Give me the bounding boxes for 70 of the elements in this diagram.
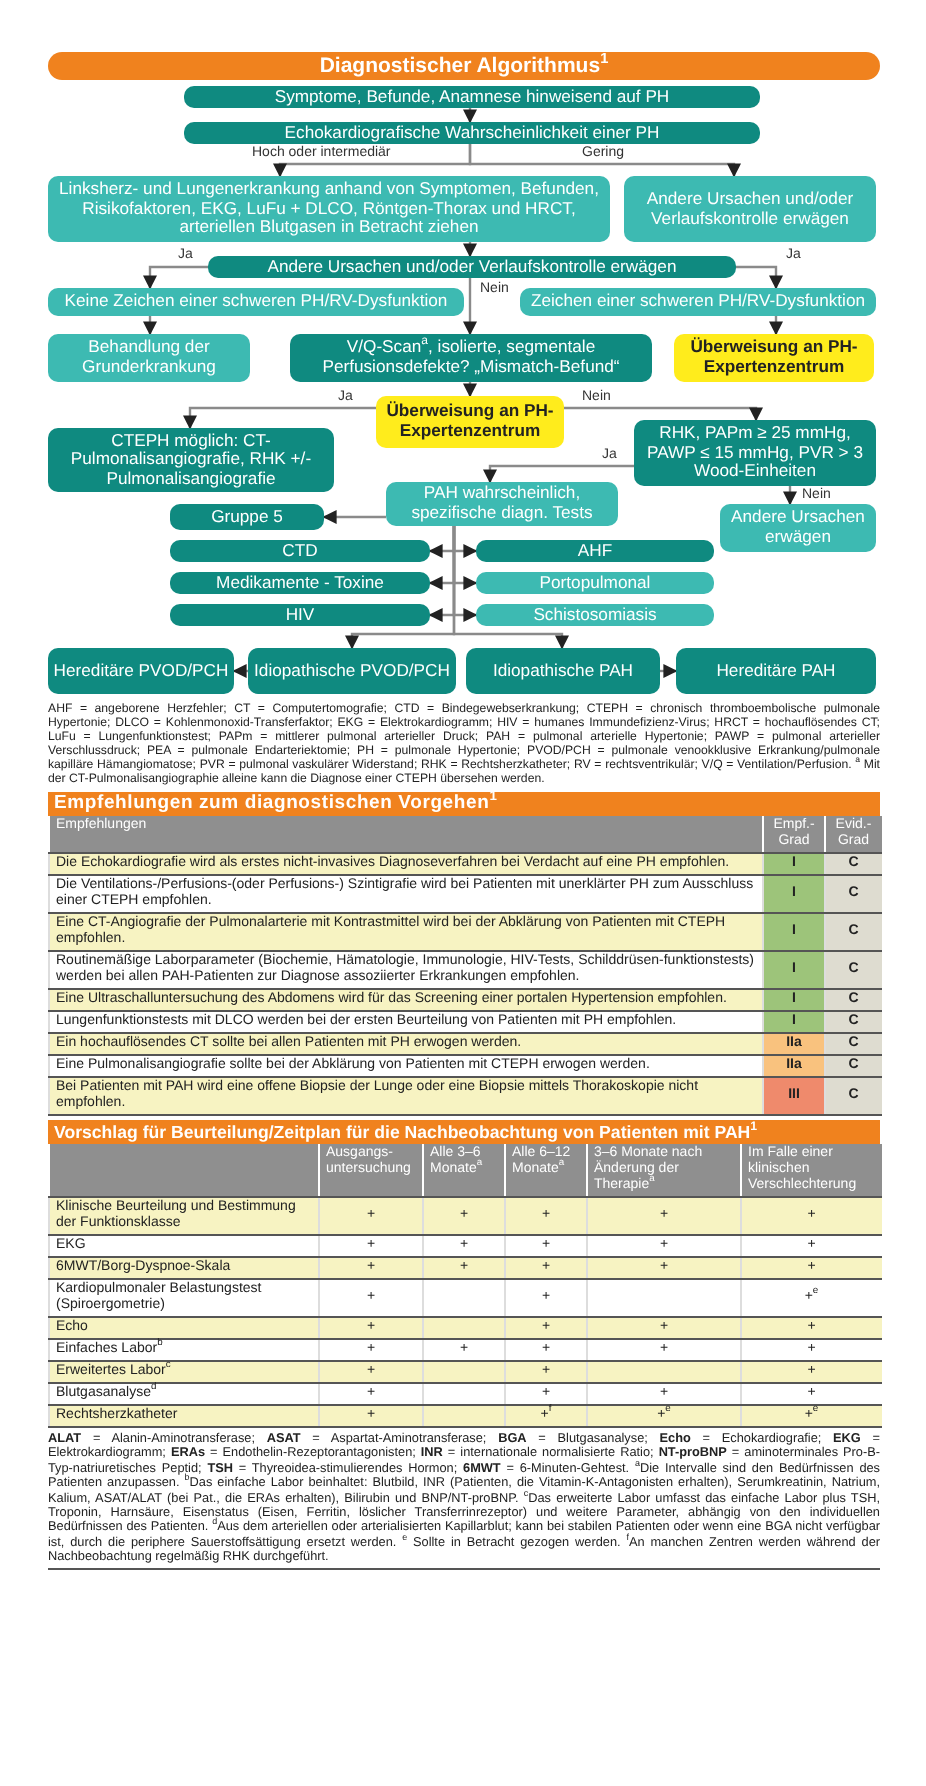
node-label: Andere Ursachen und/oder Verlaufskontrolle erwägen <box>644 189 856 229</box>
node-label: RHK, PAPm ≥ 25 mmHg, PAWP ≤ 15 mmHg, PVR > 3 Wood-Einheiten <box>645 424 865 482</box>
process-box <box>48 288 464 316</box>
process-box <box>476 572 714 594</box>
node-label: HIV <box>285 605 315 625</box>
process-box <box>476 540 714 562</box>
arrow <box>143 316 157 336</box>
node-label: Zeichen einer schweren PH/RV-Dysfunktion <box>530 292 866 312</box>
process-box <box>386 482 618 526</box>
node-label: V/Q-Scan$^{a}$, isolierte, segmentale Perfusionsdefekte? „Mismatch-Befund“ <box>320 338 622 378</box>
node-label: Überweisung an PH-Expertenzentrum <box>384 402 556 442</box>
process-box <box>48 648 234 694</box>
arrow <box>468 144 741 178</box>
arrow <box>322 510 386 524</box>
referral-box <box>376 396 564 448</box>
process-box <box>248 648 456 694</box>
node-label: Andere Ursachen und/oder Verlaufskontrolle erwägen <box>267 257 677 277</box>
arrow <box>483 464 634 484</box>
node-label: CTD <box>282 541 318 561</box>
node-label: Idiopathische PVOD/PCH <box>254 661 450 681</box>
arrow <box>463 108 477 124</box>
process-box <box>676 648 876 694</box>
node-label: Echokardiografische Wahrscheinlichkeit einer PH <box>284 123 660 143</box>
title-banner: Diagnostischer Algorithmus$^{1}$ <box>48 52 880 80</box>
arrow <box>660 664 678 678</box>
node-label: CTEPH möglich: CT-Pulmonalisangiografie, RHK +/- Pulmonalisangiografie <box>68 431 314 489</box>
arrow <box>769 316 783 336</box>
node-label: Überweisung an PH-Expertenzentrum <box>688 338 860 378</box>
node-label: PAH wahrscheinlich, spezifische diagn. Tests <box>409 484 595 524</box>
process-box <box>170 540 430 562</box>
arrow <box>463 242 477 258</box>
node-label: Gruppe 5 <box>211 507 283 527</box>
process-box <box>466 648 660 694</box>
arrow <box>783 486 797 506</box>
node-label: Linksherz- und Lungenerkrankung anhand von Symptomen, Befunden, Risikofaktoren, EKG, LuFu + DLCO, Röntgen-Thorax und HRCT, arteriellen Blutgasen in Betracht ziehen <box>57 180 601 238</box>
node-label: Hereditäre PVOD/PCH <box>53 661 229 681</box>
process-box <box>48 334 250 382</box>
process-box <box>624 176 876 242</box>
process-box <box>520 288 876 316</box>
node-label: Keine Zeichen einer schweren PH/RV-Dysfunktion <box>64 292 448 312</box>
node-label: Schistosomiasis <box>533 605 657 625</box>
process-box <box>476 604 714 626</box>
node-label: Medikamente - Toxine <box>216 573 384 593</box>
node-label: Behandlung der Grunderkrankung <box>80 338 218 378</box>
referral-box <box>674 334 874 382</box>
process-box <box>184 86 760 108</box>
node-label: Symptome, Befunde, Anamnese hinweisend auf PH <box>274 87 670 107</box>
arrow <box>736 265 783 290</box>
node-label: AHF <box>577 541 613 561</box>
arrow <box>143 265 208 290</box>
node-label: Portopulmonal <box>539 573 651 593</box>
arrow <box>232 664 248 678</box>
arrow <box>183 406 376 430</box>
process-box <box>290 334 652 382</box>
arrow <box>564 406 763 422</box>
process-box <box>634 420 876 486</box>
node-label: Idiopathische PAH <box>492 661 634 681</box>
process-box <box>170 572 430 594</box>
node-label: Hereditäre PAH <box>716 661 836 681</box>
table-heading: Vorschlag für Beurteilung/Zeitplan für die Nachbeobachtung von Patienten mit PAH$^{1}$ <box>48 1120 880 1144</box>
arrow <box>463 382 477 398</box>
process-box <box>48 428 334 492</box>
process-box <box>184 122 760 144</box>
process-box <box>170 504 324 530</box>
arrow <box>463 278 477 336</box>
node-label: Andere Ursachen erwägen <box>729 508 867 548</box>
process-box <box>170 604 430 626</box>
arrow <box>452 526 569 650</box>
process-box <box>208 256 736 278</box>
process-box <box>720 504 876 552</box>
